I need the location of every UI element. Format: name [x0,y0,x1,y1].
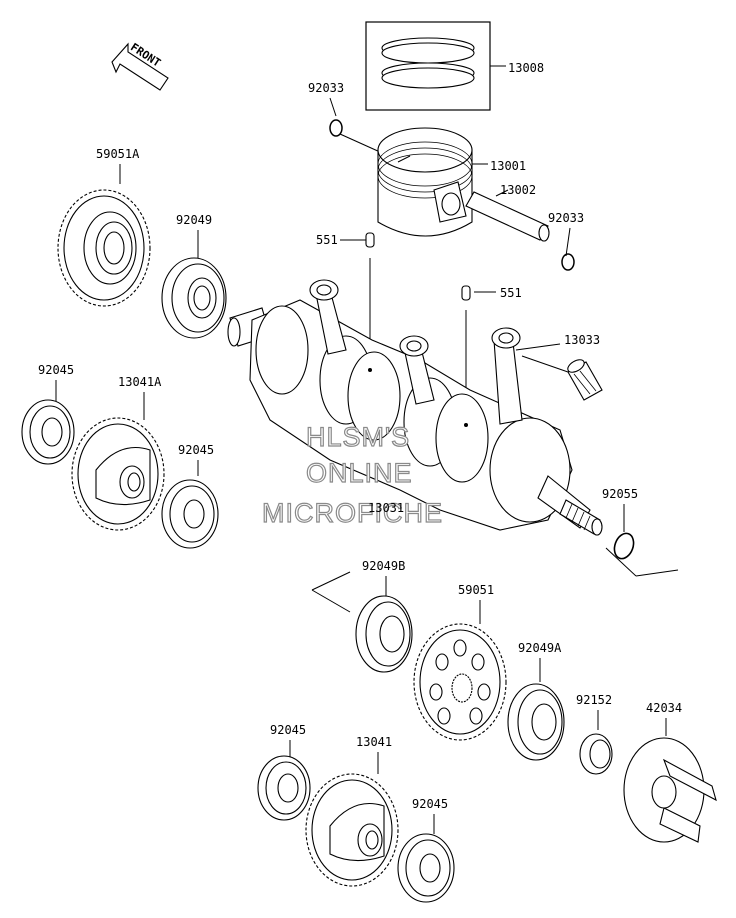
crankshaft[interactable] [227,279,603,536]
front-arrow-icon: FRONT [111,41,169,91]
bearing-92045-b[interactable] [161,479,219,549]
callout-13002: 13002 [500,183,536,197]
callout-92152: 92152 [576,693,612,707]
circlip-right[interactable] [561,253,575,271]
watermark-line-1: HLSM'S [306,422,410,452]
needle-bearing[interactable] [566,357,603,401]
bearing-92045-a[interactable] [21,399,75,465]
callout-42034: 42034 [646,701,682,715]
callout-92049A: 92049A [518,641,562,655]
watermark-line-3: MICROFICHE [262,498,443,528]
callout-92049: 92049 [176,213,212,227]
o-ring[interactable] [611,531,637,562]
gear-13041A[interactable] [71,417,165,531]
callout-551-right: 551 [500,286,522,300]
watermark: HLSM'S ONLINE MICROFICHE [261,421,443,528]
callout-13041: 13041 [356,735,392,749]
gear-59051A[interactable] [57,189,151,307]
callout-59051: 59051 [458,583,494,597]
callout-92033-left: 92033 [308,81,344,95]
callout-92045-c: 92045 [270,723,306,737]
piston-pin[interactable] [465,191,550,242]
dowel-pin-right[interactable] [461,285,471,301]
bearing-92049B[interactable] [355,595,413,673]
bushing-92152[interactable] [579,733,613,775]
callout-92045-a: 92045 [38,363,74,377]
callout-13008: 13008 [508,61,544,75]
dowel-pin-left[interactable] [365,232,375,248]
callout-59051A: 59051A [96,147,140,161]
callout-13033: 13033 [564,333,600,347]
callout-13041A: 13041A [118,375,162,389]
callout-92045-d: 92045 [412,797,448,811]
bearing-92045-d[interactable] [397,833,455,903]
bearing-92049[interactable] [161,257,227,339]
callout-551-left: 551 [316,233,338,247]
piston-rings[interactable] [365,21,506,111]
callout-92045-b: 92045 [178,443,214,457]
callout-92055: 92055 [602,487,638,501]
piston[interactable] [377,127,488,237]
bearing-92049A[interactable] [507,683,565,761]
gear-13041[interactable] [305,773,399,887]
watermark-line-2: ONLINE [306,458,413,488]
bearing-92045-c[interactable] [257,755,311,821]
circlip-left[interactable] [329,119,343,137]
callout-13001: 13001 [490,159,526,173]
coupling-42034[interactable] [623,737,717,843]
gear-59051[interactable] [413,623,507,741]
callout-13031: 13031 [368,501,404,515]
callout-92033-right: 92033 [548,211,584,225]
callout-92049B: 92049B [362,559,405,573]
